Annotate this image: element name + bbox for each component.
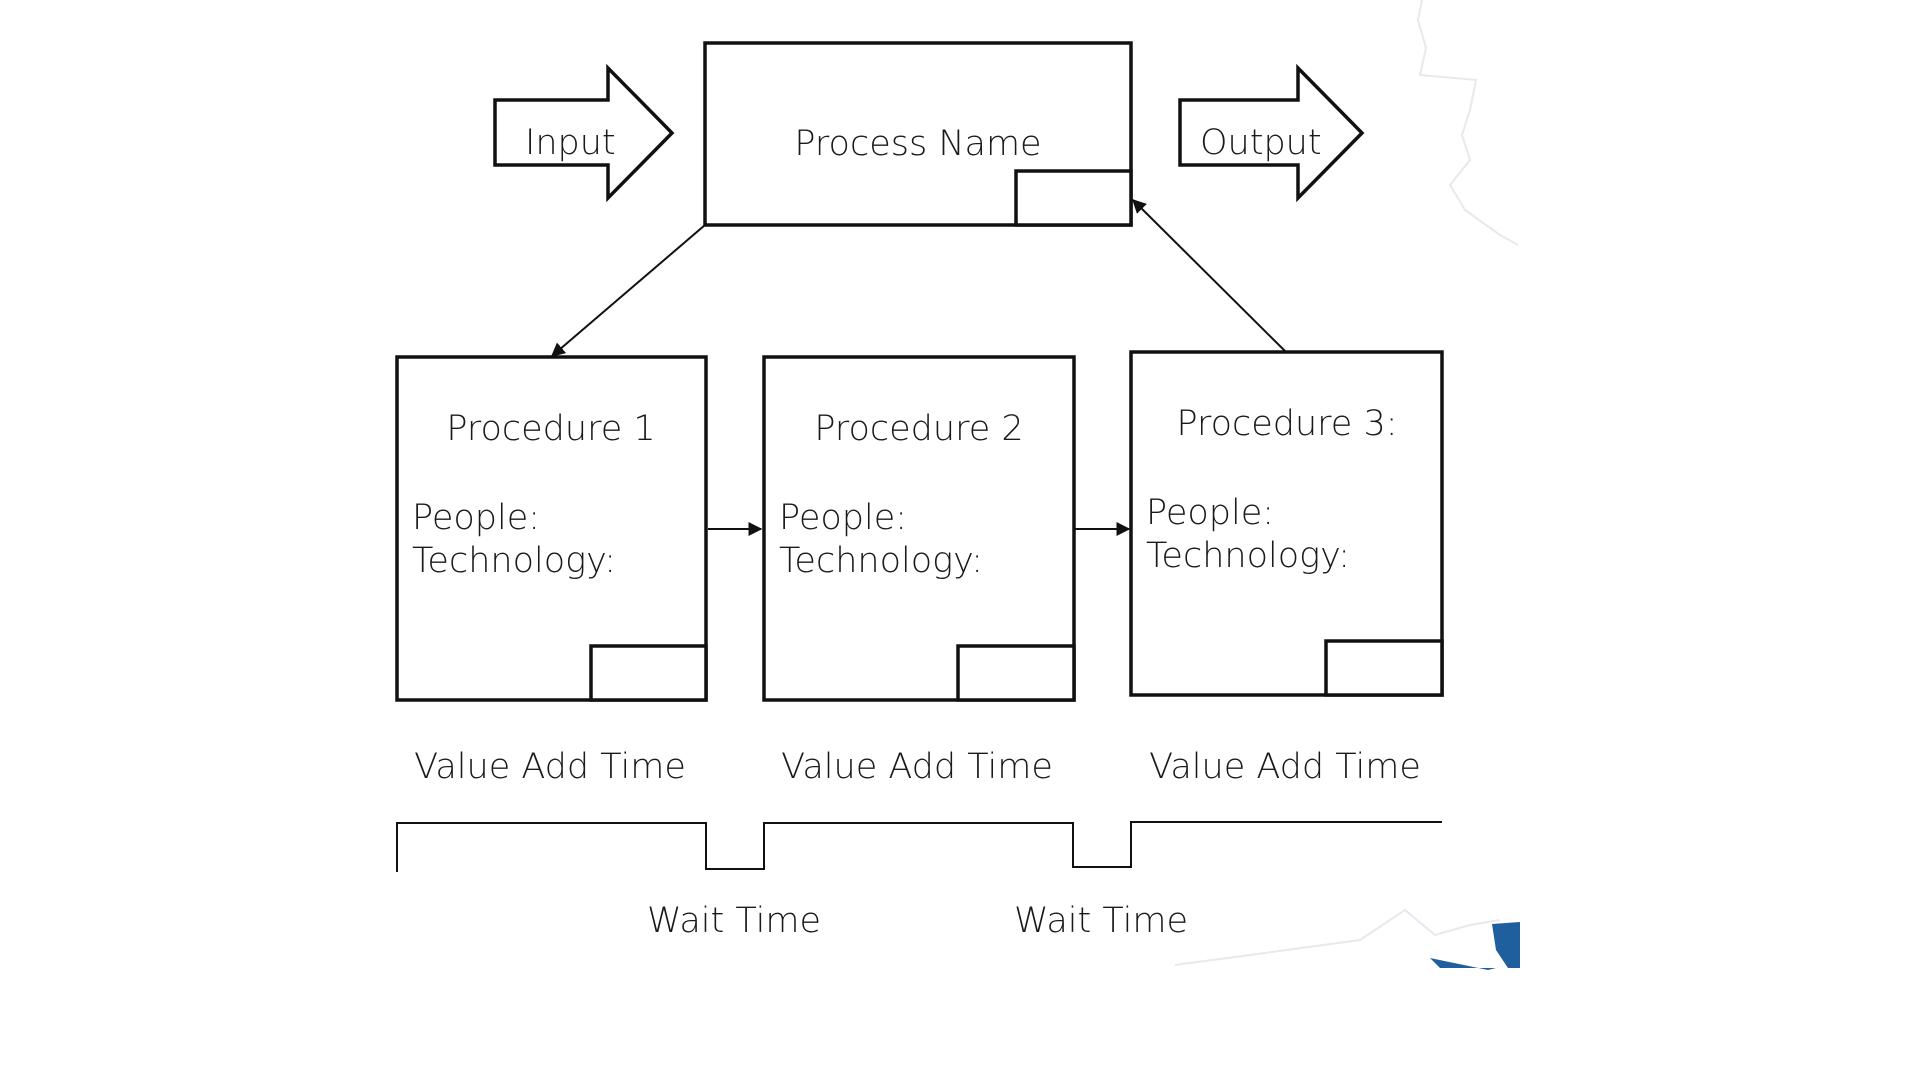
wait-time-label-1: Wait Time bbox=[647, 901, 821, 941]
background-map-outline bbox=[1174, 0, 1519, 966]
timeline-step-line bbox=[396, 821, 1442, 872]
procedure-1-box: Procedure 1 People: Technology: bbox=[395, 355, 708, 702]
procedure-1-technology: Technology: bbox=[412, 541, 616, 581]
process-name: Process Name bbox=[794, 124, 1041, 164]
procedure-2-box: Procedure 2 People: Technology: bbox=[762, 355, 1076, 702]
procedure-3-title: Procedure 3: bbox=[1176, 404, 1397, 444]
value-add-time-label-2: Value Add Time bbox=[781, 747, 1053, 787]
wait-time-label-2: Wait Time bbox=[1014, 901, 1188, 941]
procedure-3-people: People: bbox=[1146, 493, 1274, 533]
procedure-1-corner-box bbox=[589, 644, 708, 702]
connector-process-to-procedure-1 bbox=[550, 224, 706, 357]
value-add-time-label-1: Value Add Time bbox=[414, 747, 686, 787]
process-box: Process Name bbox=[703, 41, 1133, 227]
procedure-3-technology: Technology: bbox=[1146, 536, 1350, 576]
procedure-2-title: Procedure 2 bbox=[814, 409, 1023, 449]
procedure-1-people: People: bbox=[412, 498, 540, 538]
input-arrow: Input bbox=[493, 63, 675, 203]
procedure-3-box: Procedure 3: People: Technology: bbox=[1129, 350, 1444, 697]
output-label: Output bbox=[1200, 123, 1322, 163]
connector-procedure-3-to-process bbox=[1132, 199, 1287, 353]
procedure-3-corner-box bbox=[1324, 639, 1444, 697]
procedure-2-corner-box bbox=[956, 644, 1076, 702]
input-label: Input bbox=[525, 123, 616, 163]
output-arrow: Output bbox=[1178, 63, 1365, 203]
procedure-1-title: Procedure 1 bbox=[446, 409, 655, 449]
procedure-2-technology: Technology: bbox=[779, 541, 983, 581]
process-corner-box bbox=[1014, 169, 1133, 227]
procedure-2-people: People: bbox=[779, 498, 907, 538]
value-add-time-label-3: Value Add Time bbox=[1149, 747, 1421, 787]
background-map-blue-shape bbox=[1430, 922, 1520, 970]
